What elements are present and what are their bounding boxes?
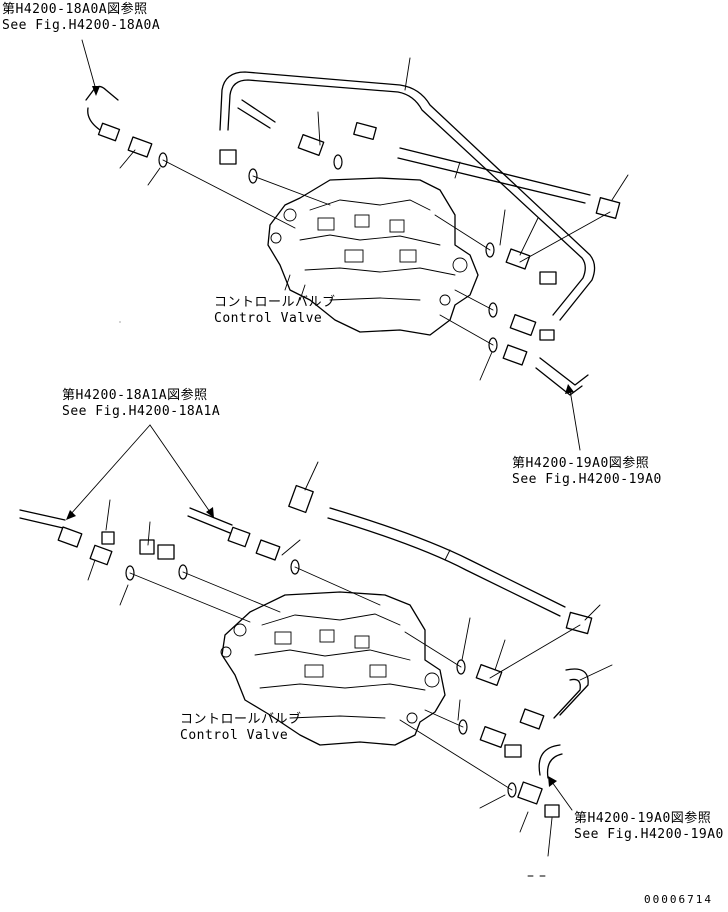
lower-control-valve <box>220 591 446 746</box>
lower-reference-arrows <box>66 424 573 811</box>
upper-leader-lines <box>119 57 629 381</box>
reference-bottom-right-ja: 第H4200-19A0図参照 <box>574 811 712 826</box>
lower-fittings <box>57 484 593 818</box>
reference-top-left-ja: 第H4200-18A0A図参照 <box>2 2 148 17</box>
upper-reference-arrows <box>81 39 581 451</box>
upper-pipes <box>85 71 596 396</box>
lower-pipes <box>19 507 589 779</box>
reference-middle-left-en: See Fig.H4200-18A1A <box>62 404 221 419</box>
lower-leader-lines <box>87 461 613 857</box>
reference-top-left-en: See Fig.H4200-18A0A <box>2 18 161 33</box>
lower-valve-label-en: Control Valve <box>180 728 289 743</box>
drawing-number: 00006714 <box>644 893 713 906</box>
upper-valve-label-en: Control Valve <box>214 311 323 326</box>
upper-control-valve <box>267 177 479 336</box>
reference-bottom-right-en: See Fig.H4200-19A0 <box>574 827 724 842</box>
lower-valve-label-ja: コントロールバルブ <box>180 712 302 727</box>
reference-middle-left-ja: 第H4200-18A1A図参照 <box>62 388 208 403</box>
upper-valve-label-ja: コントロールバルブ <box>214 295 336 310</box>
reference-top-right-ja: 第H4200-19A0図参照 <box>512 456 650 471</box>
reference-top-right-en: See Fig.H4200-19A0 <box>512 472 662 487</box>
